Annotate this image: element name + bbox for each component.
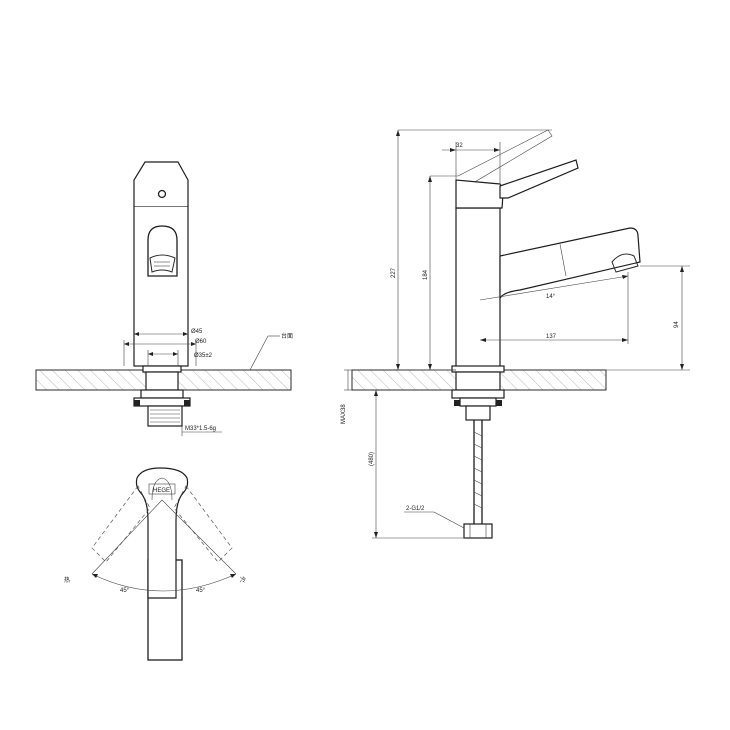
front-faucet-body <box>133 205 189 367</box>
front-spout-opening <box>147 225 178 277</box>
front-base-ring <box>142 365 182 373</box>
side-handle-ghost <box>457 129 553 187</box>
dim-d45-label: Ø45 <box>191 329 203 335</box>
dim-thread-label: M33*1.5-6g <box>185 426 216 432</box>
top-brand-label: HEGE <box>153 488 170 494</box>
front-aerator <box>149 254 176 273</box>
dim-32-label: 32 <box>456 143 463 149</box>
dim-480-label: (480) <box>369 452 375 466</box>
top-view: HEGE 热 冷 45° 45° <box>64 467 246 661</box>
top-angle-left: 45° <box>120 588 130 594</box>
countertop-label: 台面 <box>281 332 293 340</box>
top-angle-right: 45° <box>196 588 206 594</box>
side-spout <box>499 227 641 300</box>
dim-184-label: 184 <box>423 269 429 280</box>
dim-d35-label: Ø35±2 <box>194 353 213 359</box>
top-handle-ghost-left <box>91 485 151 563</box>
side-lever-handle <box>499 159 579 199</box>
dim-137-label: 137 <box>546 334 557 340</box>
top-hot-label: 热 <box>64 576 70 584</box>
front-thread-shank <box>147 405 183 427</box>
front-view: Ø45 Ø60 Ø35±2 M33*1.5-6g 台面 <box>35 161 293 436</box>
dim-d60-label: Ø60 <box>195 339 207 345</box>
dim-max38-label: MAX38 <box>341 404 347 424</box>
front-top-cap <box>133 161 189 206</box>
side-lever-body <box>455 179 504 209</box>
dim-angle-label: 14° <box>546 294 556 300</box>
front-mounting-nut <box>140 389 184 399</box>
side-inlet-connector <box>463 523 493 539</box>
top-cold-label: 冷 <box>240 576 246 584</box>
dim-227-label: 227 <box>391 267 397 278</box>
side-faucet-body <box>455 207 501 369</box>
side-mounting-nut <box>451 389 505 399</box>
top-brand-plate <box>148 483 176 495</box>
top-handle <box>135 467 189 599</box>
top-rotation-arc <box>91 573 237 592</box>
dim-inlet-label: 2-G1/2 <box>406 506 425 512</box>
side-view: 227 184 32 14° 137 94 MAX38 <box>341 129 690 539</box>
dim-94-label: 94 <box>674 321 680 328</box>
top-handle-ghost-right <box>173 485 233 563</box>
front-cap-hole <box>157 189 167 199</box>
